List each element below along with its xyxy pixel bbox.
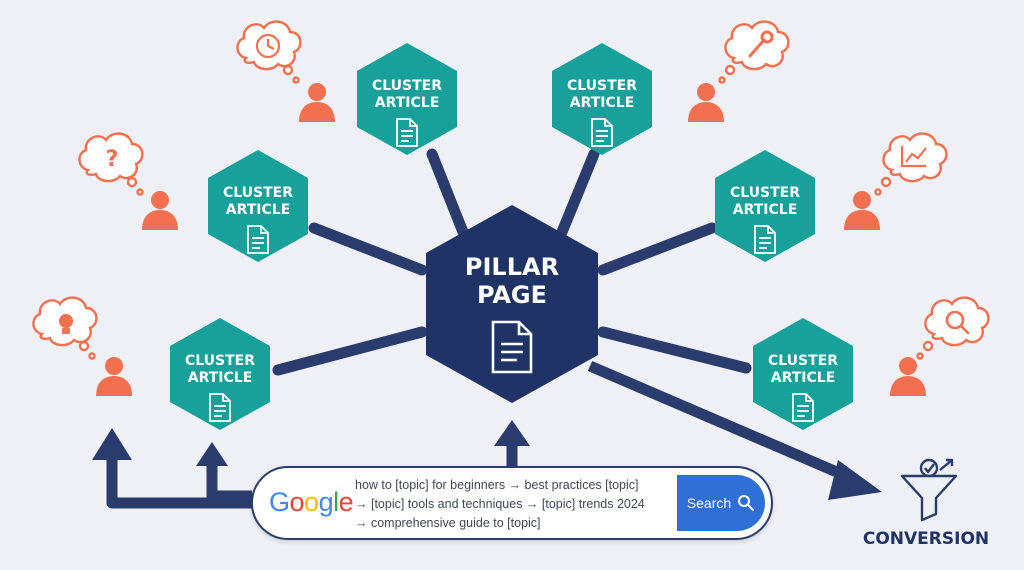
cluster-article-node: CLUSTER ARTICLE [208,150,308,262]
clock-icon [255,33,281,59]
pillar-title-line1: PILLAR [465,253,559,281]
user-personas: ? [32,20,990,396]
wrench-icon [748,30,774,58]
person-icon [844,191,880,230]
document-icon [247,225,269,254]
search-query-text[interactable]: how to [topic] for beginners → best prac… [355,476,675,533]
connector-line [597,222,718,276]
cluster-hexagon [552,43,652,155]
document-icon [396,118,418,147]
connector-line [308,222,428,276]
google-logo-letter: l [333,487,339,517]
pillar-hexagon [426,205,598,403]
cluster-label-line2: ARTICLE [733,202,798,218]
persona-question: ? [78,132,178,230]
cluster-hexagon [715,150,815,262]
cluster-article-node: CLUSTER ARTICLE [357,43,457,155]
conversion-arrow-line [587,360,849,482]
cluster-hexagon [208,150,308,262]
cluster-nodes: CLUSTER ARTICLE CLUSTER ARTICLE CLUSTER … [170,43,853,430]
thought-bubble [916,296,990,360]
google-logo-letter: g [318,487,334,517]
query-line: → comprehensive guide to [topic] [355,516,541,530]
document-icon [754,225,776,254]
document-icon [209,393,231,422]
left-arrow-head [92,428,132,460]
connector-line [556,148,600,238]
cluster-label-line1: CLUSTER [567,78,637,94]
inner-arrow-head [196,442,228,466]
person-icon [299,83,335,122]
magnifier-icon [945,310,970,335]
cluster-article-node: CLUSTER ARTICLE [753,318,853,430]
search-button[interactable]: Search [677,475,765,531]
connector-line [597,326,752,374]
person-icon [142,191,178,230]
arrow-heads [92,420,882,500]
query-line: how to [topic] for beginners → best prac… [355,478,639,492]
trend-chart-icon [900,146,927,168]
cluster-label-line1: CLUSTER [185,353,255,369]
cluster-label-line1: CLUSTER [730,185,800,201]
persona-trend [844,132,948,230]
cluster-article-node: CLUSTER ARTICLE [552,43,652,155]
cluster-article-node: CLUSTER ARTICLE [715,150,815,262]
search-bar[interactable]: Google how to [topic] for beginners → be… [251,466,773,540]
cluster-hexagon [753,318,853,430]
conversion-label: CONVERSION [862,529,990,549]
conversion-arrow-head [828,460,882,500]
person-icon [890,357,926,396]
up-arrow-head [494,420,530,446]
google-logo-letter: o [304,487,319,517]
persona-magnifier [890,296,990,396]
document-icon [491,320,533,374]
connector-lines [272,148,752,376]
cluster-label-line2: ARTICLE [188,370,253,386]
google-logo-letter: o [289,487,305,517]
cluster-article-node: CLUSTER ARTICLE [170,318,270,430]
funnel-icon [900,458,958,522]
pillar-page-node: PILLAR PAGE [426,205,598,403]
left-return-arrow-line [106,452,252,509]
connector-line [272,326,428,376]
thought-bubble [236,20,302,84]
persona-clock [236,20,335,122]
person-icon [96,357,132,396]
pillar-title-line2: PAGE [477,281,547,309]
cluster-hexagon [170,318,270,430]
search-icon [738,495,755,511]
persona-wrench [688,20,790,122]
thought-bubble [78,132,144,196]
thought-bubble [718,20,790,84]
cluster-label-line2: ARTICLE [375,95,440,111]
inner-return-arrow-line [206,460,252,502]
document-icon [792,393,814,422]
cluster-hexagon [357,43,457,155]
cluster-label-line2: ARTICLE [226,202,291,218]
search-button-label: Search [686,495,732,511]
google-logo-letter: G [269,487,290,517]
google-logo: Google [269,487,354,518]
document-icon [591,118,613,147]
person-icon [688,83,724,122]
thought-bubble [874,132,948,196]
cluster-label-line1: CLUSTER [372,78,442,94]
google-logo-letter: e [338,487,354,517]
lightbulb-icon [59,314,73,334]
cluster-label-line2: ARTICLE [570,95,635,111]
connector-line [426,148,469,238]
cluster-label-line1: CLUSTER [768,353,838,369]
cluster-label-line1: CLUSTER [223,185,293,201]
cluster-label-line2: ARTICLE [771,370,836,386]
query-line: → [topic] tools and techniques → [topic]… [355,497,645,511]
persona-lightbulb [32,296,132,396]
question-mark-icon: ? [106,147,119,172]
